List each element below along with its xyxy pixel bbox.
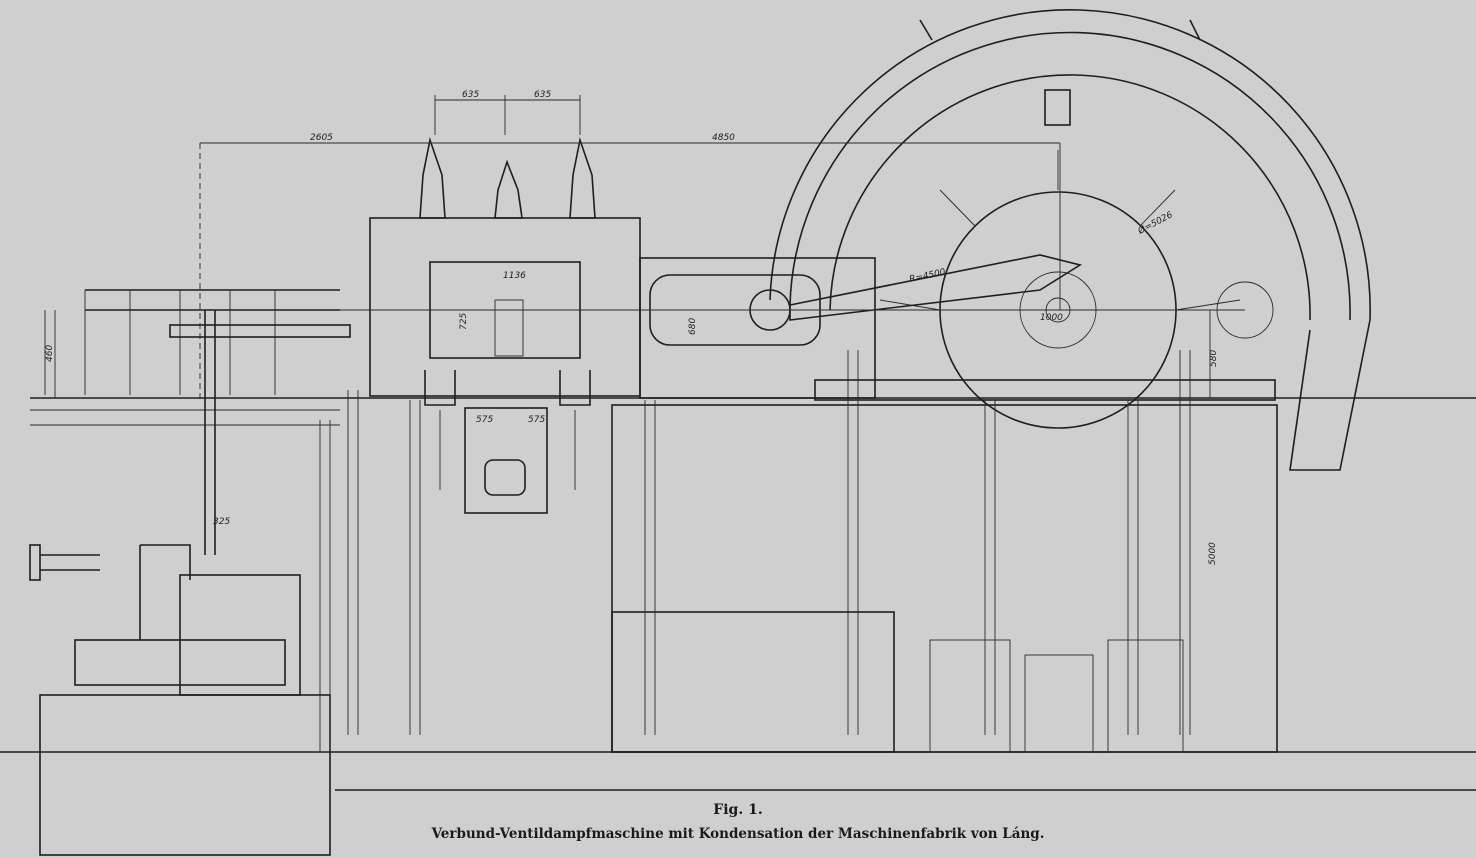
dim-5026: Ø=5026 [1135,209,1174,237]
dim-725: 725 [459,313,469,330]
figure-label: Fig. 1. [713,802,763,818]
railing-platform [44,289,351,395]
main-foundation [611,404,1278,753]
dimension-lines [54,95,1211,400]
dim-460: 460 [45,345,55,362]
dim-r4500: R=4500 [909,267,947,284]
dim-680: 680 [688,318,698,335]
air-pump-condenser [29,310,301,696]
dim-1000: 1000 [1040,313,1063,323]
ground-lines [0,397,1476,791]
cylinder-foundation [464,407,548,514]
dim-635-left: 635 [462,90,479,100]
dim-1136: 1136 [503,271,526,281]
anchor-bolts [347,350,1191,735]
dim-4850: 4850 [712,133,735,143]
engine-frame [340,254,1276,401]
flywheel-generator [769,9,1371,471]
dim-2605: 2605 [310,133,333,143]
dim-325: 325 [213,517,230,527]
dim-575-right: 575 [528,415,545,425]
dim-5000: 5000 [1208,542,1218,565]
dim-575-left: 575 [476,415,493,425]
condenser-foundation [39,420,331,856]
figure-caption: Verbund-Ventildampfmaschine mit Kondensa… [431,826,1045,842]
dim-635-right: 635 [534,90,551,100]
dim-580: 580 [1209,350,1219,367]
steam-cylinders [369,136,641,490]
dimension-labels: 635 635 2605 4850 1136 725 680 575 575 4… [45,90,1219,565]
